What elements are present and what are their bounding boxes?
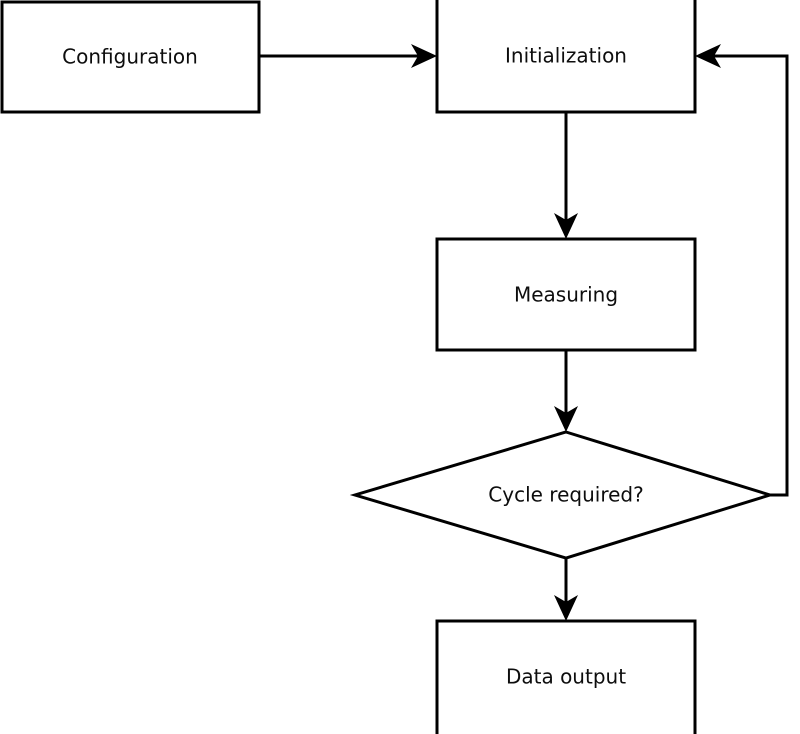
edge-initialization-to-measuring[interactable] <box>554 112 578 239</box>
edge-cycle-required-to-initialization-loop[interactable] <box>695 44 789 497</box>
edge-configuration-to-initialization[interactable] <box>259 44 437 68</box>
node-initialization-box <box>435 0 697 114</box>
node-data-output[interactable]: Data output <box>435 619 697 734</box>
node-measuring-box <box>435 237 697 352</box>
node-configuration-box <box>0 0 261 114</box>
arrow-head-down-into-measuring <box>554 213 578 239</box>
arrow-head-down-into-data-output <box>554 595 578 621</box>
node-data-output-box <box>435 619 697 734</box>
node-configuration-label: Configuration <box>62 45 198 69</box>
node-measuring-label: Measuring <box>514 283 618 307</box>
edge-cycle-required-to-data-output[interactable] <box>554 558 578 621</box>
node-initialization[interactable]: Initialization <box>435 0 697 114</box>
node-cycle-required-label: Cycle required? <box>488 483 643 507</box>
node-initialization-label: Initialization <box>505 44 627 68</box>
node-configuration[interactable]: Configuration <box>0 0 261 114</box>
arrow-head-down-into-cycle-required <box>554 406 578 432</box>
node-cycle-required[interactable]: Cycle required? <box>349 430 776 560</box>
edge-measuring-to-cycle-required[interactable] <box>554 350 578 432</box>
edge-line-loop-back-to-initialization <box>700 54 789 497</box>
node-cycle-required-diamond <box>349 430 776 560</box>
node-data-output-label: Data output <box>506 665 626 689</box>
arrow-head-right-into-initialization <box>411 44 437 68</box>
arrow-head-left-into-initialization <box>695 44 721 68</box>
node-measuring[interactable]: Measuring <box>435 237 697 352</box>
